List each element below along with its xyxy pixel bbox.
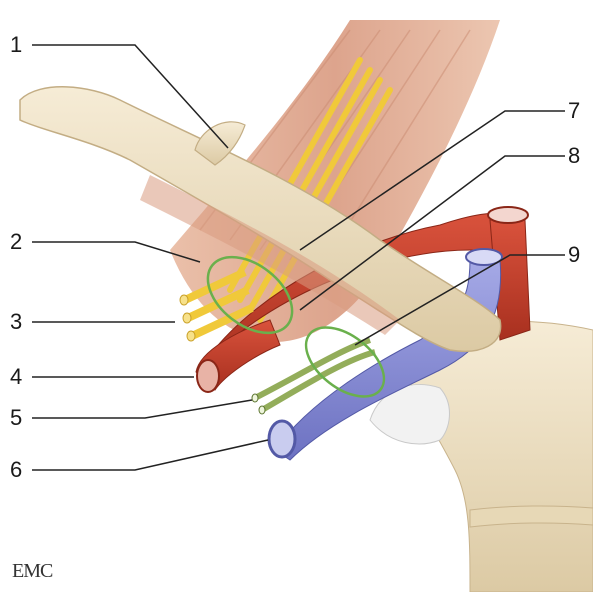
artery-stump-opening	[197, 360, 219, 392]
green-nerve-end-1	[252, 394, 258, 402]
emc-logo: EMC	[12, 560, 52, 583]
label-7: 7	[568, 100, 580, 122]
label-9: 9	[568, 244, 580, 266]
label-1: 1	[10, 34, 22, 56]
label-2: 2	[10, 231, 22, 253]
label-8: 8	[568, 145, 580, 167]
label-3: 3	[10, 311, 22, 333]
label-6: 6	[10, 459, 22, 481]
aortic-branch-opening	[488, 207, 528, 223]
label-5: 5	[10, 407, 22, 429]
label-4: 4	[10, 366, 22, 388]
vein-stump-opening	[269, 421, 295, 457]
green-nerve-end-2	[259, 406, 265, 414]
